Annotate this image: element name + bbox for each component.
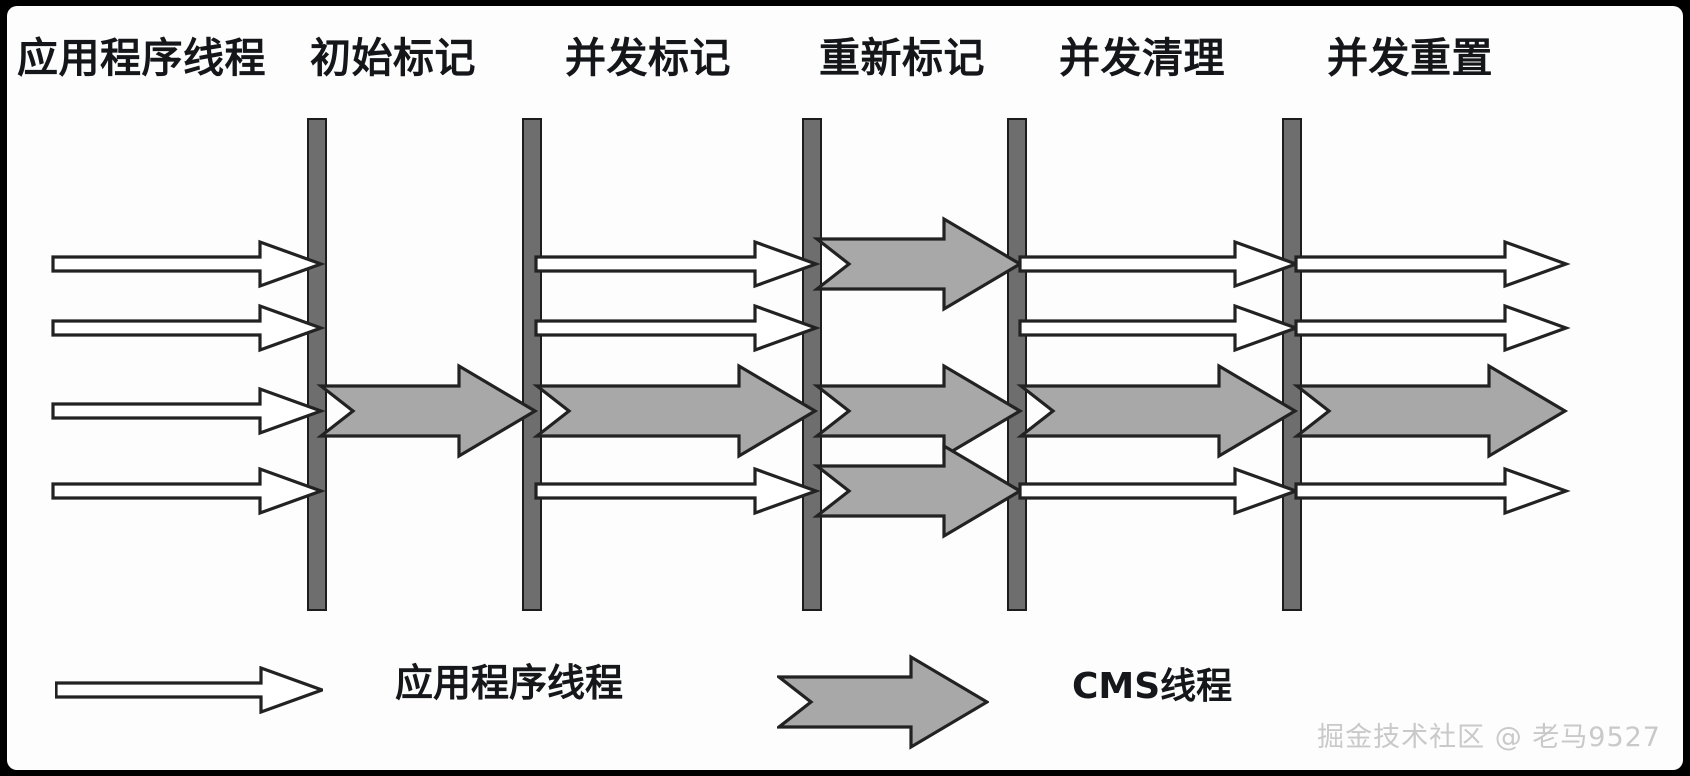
- app-thread-arrow: [1018, 239, 1301, 289]
- cms-thread-arrow: [1292, 363, 1569, 459]
- cms-thread-arrow: [812, 216, 1024, 312]
- phase-label-concurrent-mark: 并发标记: [565, 34, 731, 82]
- cms-thread-arrow: [532, 363, 819, 459]
- app-thread-arrow: [1018, 466, 1301, 516]
- cms-thread-arrow: [1016, 363, 1299, 459]
- phase-label-remark: 重新标记: [819, 34, 985, 82]
- legend-cms-arrow-icon: [774, 654, 991, 755]
- app-thread-arrow: [534, 303, 821, 353]
- legend-app-label: 应用程序线程: [395, 661, 624, 705]
- phase-label-concurrent-reset: 并发重置: [1327, 34, 1493, 82]
- legend-cms-label: CMS线程: [1072, 666, 1233, 707]
- app-thread-arrow: [51, 386, 326, 436]
- app-thread-arrow: [1294, 303, 1571, 353]
- app-thread-arrow: [1018, 303, 1301, 353]
- watermark: 掘金技术社区 @ 老马9527: [1317, 722, 1661, 753]
- cms-thread-arrow: [812, 443, 1024, 539]
- app-thread-arrow: [51, 466, 326, 516]
- app-thread-arrow: [534, 239, 821, 289]
- phase-label-app-thread: 应用程序线程: [17, 34, 266, 82]
- app-thread-arrow: [534, 466, 821, 516]
- app-thread-arrow: [51, 239, 326, 289]
- phase-label-initial-mark: 初始标记: [310, 34, 476, 82]
- legend-app-arrow-icon: [54, 665, 327, 719]
- app-thread-arrow: [1294, 466, 1571, 516]
- phase-label-concurrent-sweep: 并发清理: [1059, 34, 1225, 82]
- legend: 应用程序线程 CMS线程: [7, 636, 1683, 750]
- app-thread-arrow: [51, 303, 326, 353]
- cms-thread-arrow: [316, 363, 539, 459]
- app-thread-arrow: [1294, 239, 1571, 289]
